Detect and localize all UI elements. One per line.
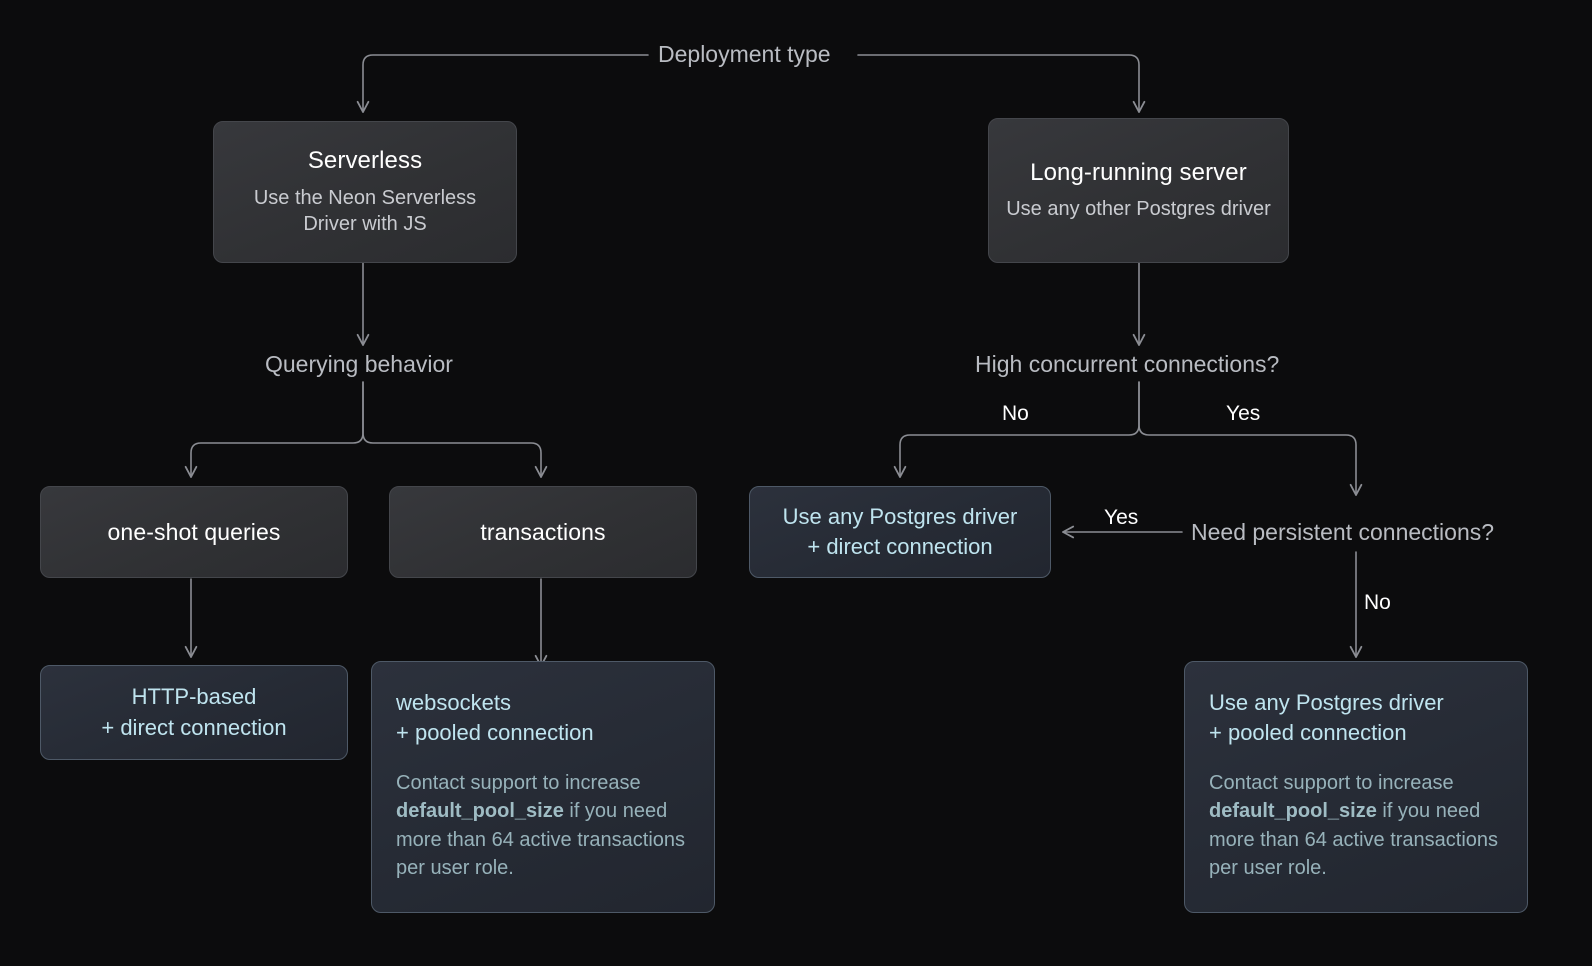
- edge-label-concurrency-no: No: [1002, 402, 1029, 425]
- edge-concurrency-no: [893, 381, 1140, 478]
- node-websockets-note: Contact support to increase default_pool…: [396, 769, 690, 883]
- node-serverless-subtitle: Use the Neon Serverless Driver with JS: [253, 186, 477, 236]
- node-transactions[interactable]: transactions: [389, 486, 697, 578]
- edge-label-concurrency-yes: Yes: [1226, 402, 1261, 425]
- node-websockets-line2: + pooled connection: [396, 720, 594, 746]
- edge-label-persistent-yes: Yes: [1104, 506, 1139, 529]
- node-driver-pooled-note-post: if you need more than 64 active transact…: [1209, 800, 1499, 879]
- node-long-running-title: Long-running server: [1030, 159, 1247, 187]
- node-websockets-note-post: if you need more than 64 active transact…: [396, 800, 686, 879]
- node-driver-direct-connection[interactable]: Use any Postgres driver + direct connect…: [749, 486, 1051, 578]
- node-driver-pooled-line1: Use any Postgres driver: [1209, 690, 1444, 715]
- node-driver-direct-line1: Use any Postgres driver: [782, 503, 1018, 529]
- edge-querying-to-transactions: [362, 381, 548, 478]
- node-websockets[interactable]: websockets + pooled connection Contact s…: [371, 661, 715, 913]
- edge-label-persistent-no: No: [1364, 591, 1391, 614]
- node-driver-pooled-connection[interactable]: Use any Postgres driver + pooled connect…: [1184, 661, 1528, 913]
- node-driver-pooled-line2: + pooled connection: [1209, 720, 1407, 746]
- node-serverless[interactable]: Serverless Use the Neon Serverless Drive…: [213, 121, 517, 263]
- node-one-shot-title: one-shot queries: [107, 518, 281, 545]
- node-websockets-line1: websockets: [396, 690, 511, 715]
- node-driver-pooled-note: Contact support to increase default_pool…: [1209, 769, 1503, 883]
- node-http-based[interactable]: HTTP-based + direct connection: [40, 665, 348, 760]
- node-driver-pooled-note-code: default_pool_size: [1209, 800, 1377, 823]
- node-driver-direct-line2: + direct connection: [807, 534, 993, 559]
- node-serverless-title: Serverless: [307, 147, 423, 175]
- label-high-concurrent-connections: High concurrent connections?: [975, 351, 1280, 377]
- edge-querying-to-oneshot: [184, 381, 364, 478]
- edge-root-to-serverless: [356, 54, 649, 113]
- edge-root-to-longrunning: [857, 54, 1146, 113]
- label-need-persistent-connections: Need persistent connections?: [1191, 519, 1495, 545]
- node-websockets-note-code: default_pool_size: [396, 800, 564, 823]
- node-websockets-note-pre: Contact support to increase: [396, 771, 641, 794]
- label-querying-behavior: Querying behavior: [265, 351, 453, 377]
- root-label: Deployment type: [658, 41, 831, 67]
- node-transactions-title: transactions: [480, 518, 606, 545]
- node-driver-pooled-note-pre: Contact support to increase: [1209, 771, 1454, 794]
- node-http-based-line2: + direct connection: [101, 714, 287, 740]
- node-long-running-server[interactable]: Long-running server Use any other Postgr…: [988, 118, 1289, 263]
- edge-concurrency-yes: [1138, 381, 1363, 496]
- node-http-based-line1: HTTP-based: [131, 684, 257, 710]
- node-long-running-subtitle: Use any other Postgres driver: [1006, 198, 1271, 221]
- node-one-shot-queries[interactable]: one-shot queries: [40, 486, 348, 578]
